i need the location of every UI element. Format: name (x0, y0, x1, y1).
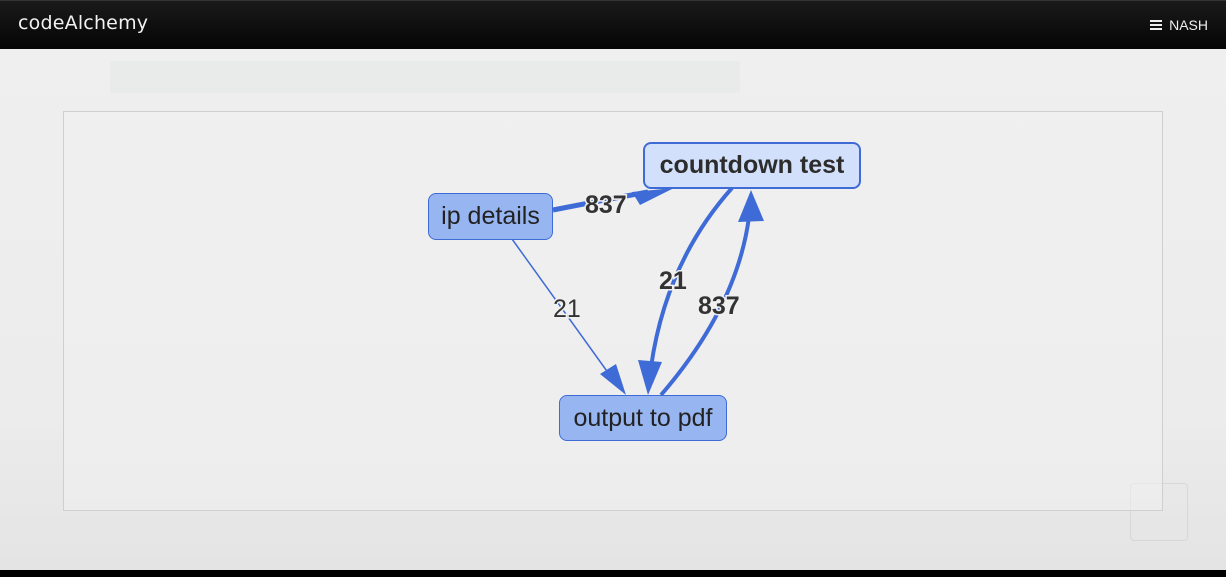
node-label: countdown test (659, 151, 845, 179)
edge-label-countdown-pdf: 21 (659, 267, 687, 295)
edge-ip-to-pdf[interactable] (511, 238, 610, 375)
edge-pdf-to-countdown[interactable] (659, 216, 751, 397)
brand-logo[interactable]: codeAlchemy (18, 12, 149, 34)
edge-arrowhead (738, 190, 764, 222)
hamburger-icon (1150, 20, 1163, 30)
edge-label-pdf-countdown: 837 (698, 292, 740, 320)
node-ip-details[interactable]: ip details (428, 193, 553, 240)
node-label: ip details (441, 202, 540, 230)
top-navbar: codeAlchemy NASH (0, 0, 1226, 49)
bottom-bar (0, 570, 1226, 577)
node-countdown-test[interactable]: countdown test (643, 142, 861, 189)
user-name: NASH (1169, 17, 1208, 33)
graph-edges-canvas: 837 21 21 837 (511, 186, 764, 397)
workflow-graph[interactable]: 837 21 21 837 countdown test ip details … (63, 111, 1163, 511)
user-menu-button[interactable]: NASH (1150, 17, 1208, 33)
edge-arrowhead (600, 364, 626, 395)
edge-arrowhead (632, 188, 674, 205)
edge-label-ip-countdown: 837 (585, 191, 627, 219)
edge-arrowhead (638, 360, 662, 395)
edge-countdown-to-pdf[interactable] (649, 186, 734, 368)
node-output-to-pdf[interactable]: output to pdf (559, 395, 727, 441)
background-search-bar (110, 61, 740, 93)
edge-label-ip-pdf: 21 (553, 295, 581, 323)
node-label: output to pdf (573, 403, 713, 432)
